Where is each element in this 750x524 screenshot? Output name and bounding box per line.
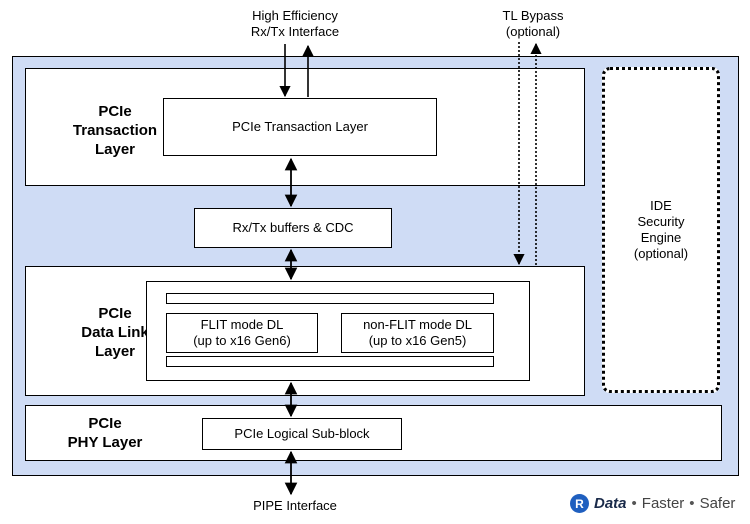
tl-bypass-label: TL Bypass (optional) (502, 8, 564, 39)
ide-security-engine-block: IDE Security Engine (optional) (602, 67, 720, 393)
host-interface-label: High Efficiency Rx/Tx Interface (250, 8, 340, 39)
logical-sub-block: PCIe Logical Sub-block (202, 418, 402, 450)
brand-separator-1: • (631, 495, 637, 512)
data-link-bottom-bar (166, 356, 494, 367)
pipe-interface-label: PIPE Interface (253, 498, 337, 513)
brand-separator-2: • (689, 495, 695, 512)
flit-mode-dl-block: FLIT mode DL (up to x16 Gen6) (166, 313, 318, 353)
brand-logo-group: R Data • Faster • Safer (570, 494, 735, 513)
data-link-top-bar (166, 293, 494, 304)
brand-word-data: Data (594, 495, 627, 512)
brand-r-icon: R (570, 494, 589, 513)
buffers-cdc-block: Rx/Tx buffers & CDC (194, 208, 392, 248)
transaction-layer-name: PCIe Transaction Layer (72, 103, 158, 158)
data-link-layer-name: PCIe Data Link Layer (81, 305, 149, 360)
transaction-layer-block: PCIe Transaction Layer (163, 98, 437, 156)
phy-layer-name: PCIe PHY Layer (67, 415, 143, 451)
brand-word-safer: Safer (699, 495, 736, 512)
brand-word-faster: Faster (641, 495, 685, 512)
non-flit-mode-dl-block: non-FLIT mode DL (up to x16 Gen5) (341, 313, 494, 353)
